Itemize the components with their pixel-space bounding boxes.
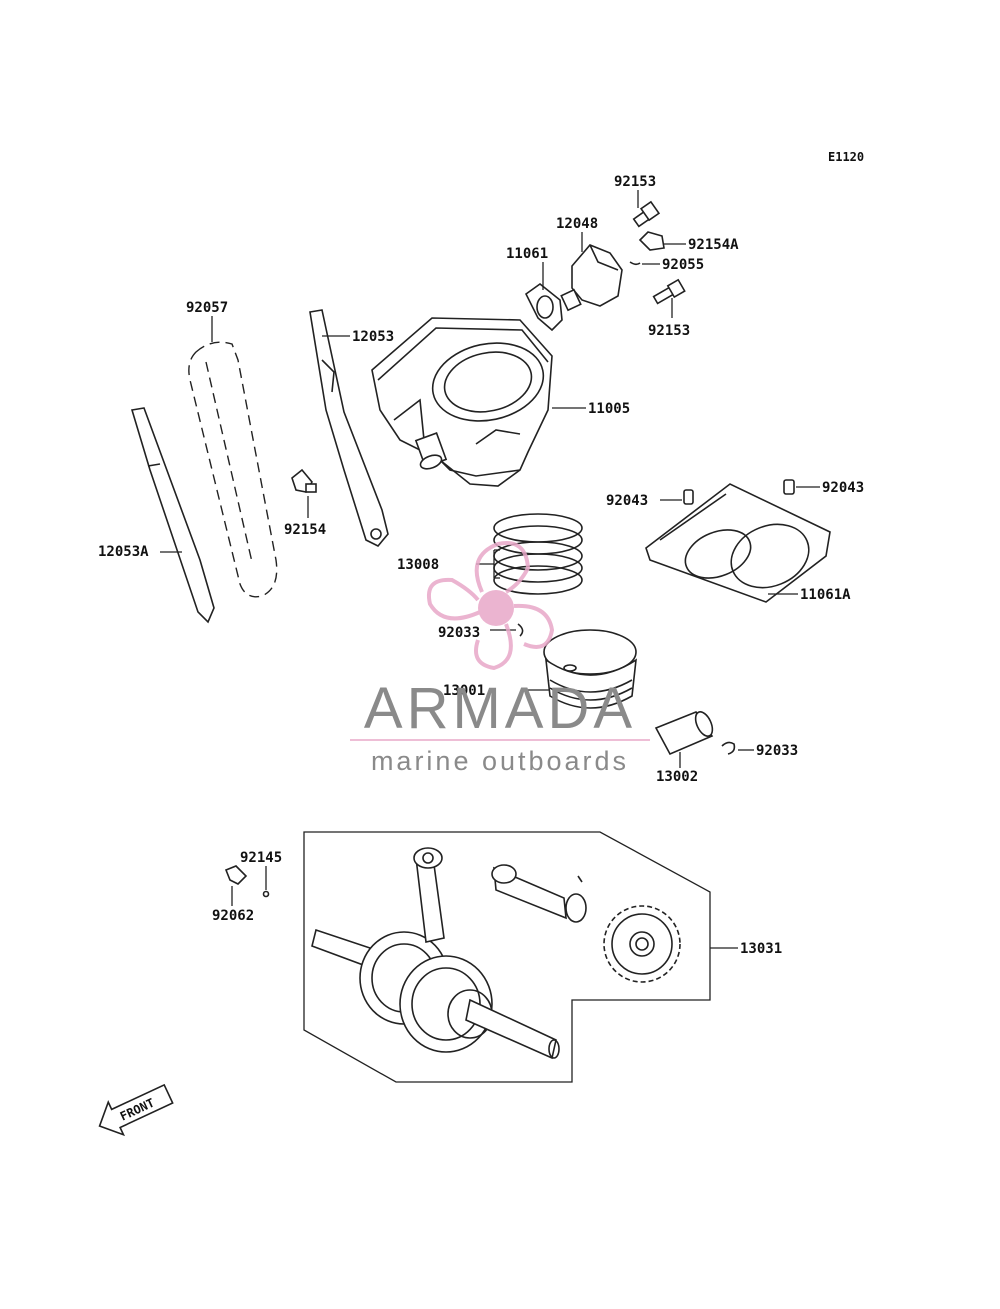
key-13031 bbox=[577, 875, 583, 883]
label-92055: 92055 bbox=[662, 257, 704, 273]
label-92154A: 92154A bbox=[688, 237, 739, 253]
label-92033-top: 92033 bbox=[438, 625, 480, 641]
label-12048: 12048 bbox=[556, 216, 598, 232]
label-13031: 13031 bbox=[740, 941, 782, 957]
crankshaft-13031 bbox=[311, 847, 560, 1060]
label-13001: 13001 bbox=[443, 683, 485, 699]
timing-chain-92057 bbox=[188, 341, 278, 598]
dowel-92043-left bbox=[683, 489, 694, 505]
label-92062: 92062 bbox=[212, 908, 254, 924]
gasket-11061 bbox=[524, 282, 563, 332]
watermark-propeller-icon bbox=[427, 541, 555, 671]
label-92153-bottom: 92153 bbox=[648, 323, 690, 339]
bolt-92062 bbox=[224, 865, 248, 885]
piston-rings-13008 bbox=[493, 513, 583, 595]
chain-guide-12053 bbox=[309, 309, 389, 547]
balancer-shaft bbox=[491, 864, 587, 923]
circlip-92033-bottom bbox=[721, 741, 736, 755]
washer-92154A bbox=[638, 231, 665, 251]
label-92154: 92154 bbox=[284, 522, 326, 538]
spring-92055 bbox=[629, 261, 641, 266]
piston-pin-13002 bbox=[654, 711, 714, 756]
label-11061: 11061 bbox=[506, 246, 548, 262]
cylinder-11005 bbox=[371, 317, 553, 487]
chain-guide-12053A bbox=[130, 407, 215, 624]
label-12053A: 12053A bbox=[98, 544, 149, 560]
label-92057: 92057 bbox=[186, 300, 228, 316]
label-92153-top: 92153 bbox=[614, 174, 656, 190]
tensioner-12048 bbox=[560, 244, 623, 312]
crankshaft-assembly-frame bbox=[303, 831, 711, 1083]
label-92043-right: 92043 bbox=[822, 480, 864, 496]
pin-92145 bbox=[262, 890, 270, 898]
circlip-92033-top bbox=[517, 623, 524, 637]
diagram-code: E1120 bbox=[828, 150, 864, 164]
label-11061A: 11061A bbox=[800, 587, 851, 603]
dowel-92043-right bbox=[783, 479, 795, 495]
bolt-92154 bbox=[291, 468, 317, 493]
label-11005: 11005 bbox=[588, 401, 630, 417]
bolt-92153-bottom bbox=[652, 278, 686, 305]
label-13008: 13008 bbox=[397, 557, 439, 573]
bolt-92153-top bbox=[632, 200, 661, 228]
gear-sprocket bbox=[603, 905, 681, 983]
front-arrow-icon: FRONT bbox=[98, 1083, 174, 1137]
label-12053: 12053 bbox=[352, 329, 394, 345]
gasket-11061A bbox=[645, 483, 831, 603]
label-92145: 92145 bbox=[240, 850, 282, 866]
watermark-tagline: marine outboards bbox=[371, 746, 629, 776]
label-92043-left: 92043 bbox=[606, 493, 648, 509]
label-92033-bottom: 92033 bbox=[756, 743, 798, 759]
label-13002: 13002 bbox=[656, 769, 698, 785]
watermark-brand: ARMADA bbox=[364, 676, 636, 741]
piston-13001 bbox=[543, 629, 637, 709]
